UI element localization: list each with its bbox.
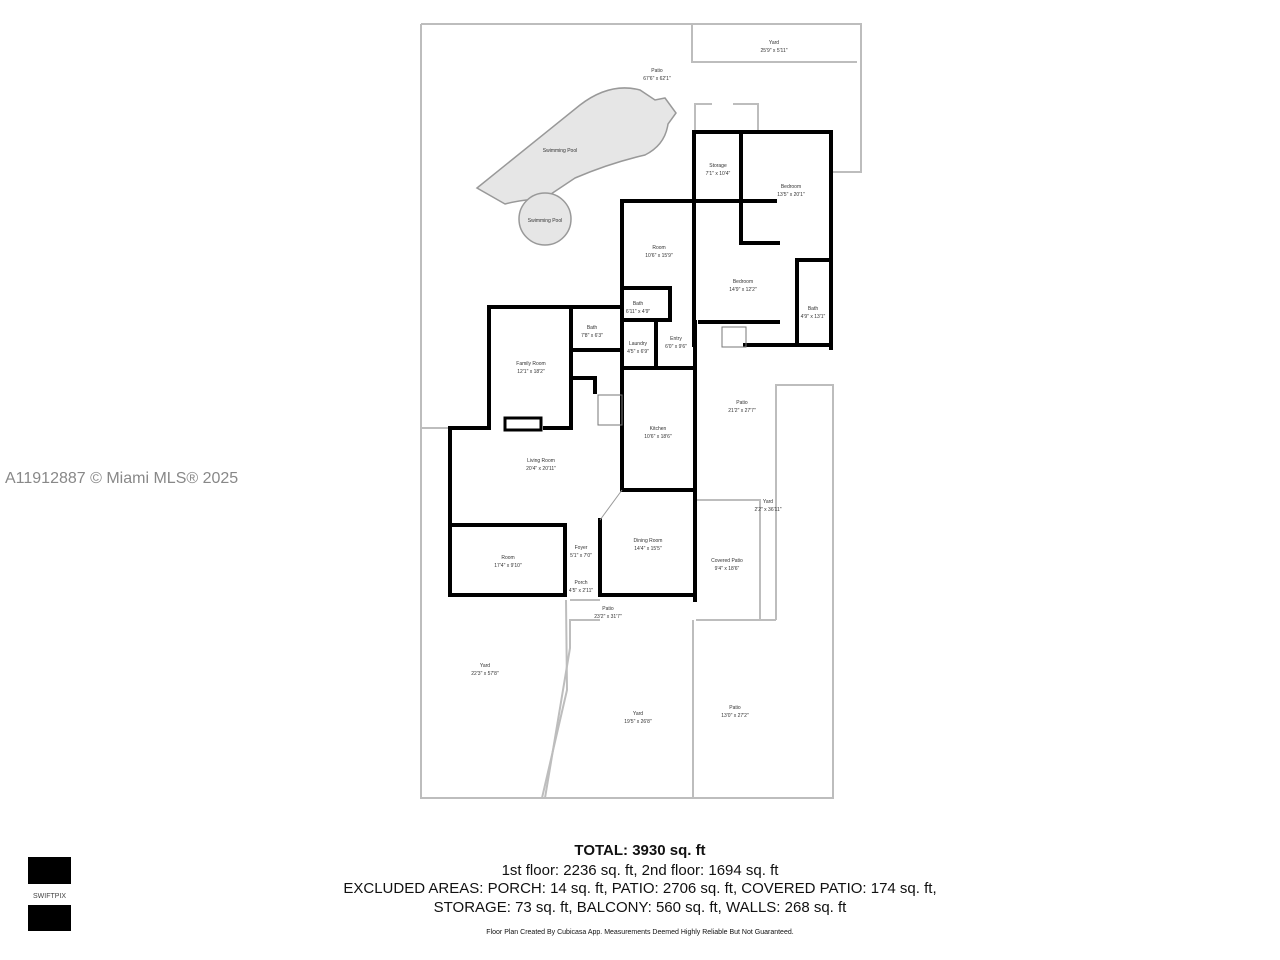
room-dimensions: 13'5" x 20'1" bbox=[777, 192, 805, 198]
room-name: Room bbox=[501, 555, 514, 561]
room-name: Yard bbox=[763, 499, 773, 505]
room-name: Yard bbox=[633, 711, 643, 717]
room-name: Patio bbox=[651, 68, 663, 74]
room-name: Living Room bbox=[527, 458, 555, 464]
room-name: Porch bbox=[574, 580, 587, 586]
logo-text: SWIFTPIX bbox=[32, 893, 67, 900]
room-dimensions: 12'1" x 18'2" bbox=[517, 369, 545, 375]
room-name: Bath bbox=[587, 325, 598, 331]
watermark: A11912887 © Miami MLS® 2025 bbox=[5, 470, 239, 487]
room-name: Laundry bbox=[629, 341, 648, 347]
room-dimensions: 17'4" x 9'10" bbox=[494, 563, 522, 569]
site-outlines bbox=[420, 23, 862, 799]
room-name: Swimming Pool bbox=[528, 218, 562, 224]
room-name: Room bbox=[652, 245, 665, 251]
excluded-areas-2: STORAGE: 73 sq. ft, BALCONY: 560 sq. ft,… bbox=[433, 899, 847, 916]
room-name: Family Room bbox=[516, 361, 545, 367]
excluded-areas-1: EXCLUDED AREAS: PORCH: 14 sq. ft, PATIO:… bbox=[343, 880, 937, 897]
room-name: Bedroom bbox=[781, 184, 801, 190]
swimming-pool-large bbox=[475, 87, 677, 205]
room-dimensions: 14'4" x 15'5" bbox=[634, 546, 662, 552]
room-dimensions: 9'4" x 18'6" bbox=[715, 566, 740, 572]
room-dimensions: 10'6" x 15'9" bbox=[645, 253, 673, 259]
room-dimensions: 22'3" x 57'8" bbox=[471, 671, 499, 677]
room-name: Foyer bbox=[575, 545, 588, 551]
room-dimensions: 14'9" x 12'2" bbox=[729, 287, 757, 293]
room-dimensions: 7'8" x 6'3" bbox=[581, 333, 603, 339]
room-dimensions: 6'11" x 4'9" bbox=[626, 309, 650, 315]
total-area: TOTAL: 3930 sq. ft bbox=[574, 842, 706, 859]
room-name: Yard bbox=[480, 663, 490, 669]
room-dimensions: 23'2" x 31'7" bbox=[594, 614, 622, 620]
room-name: Bath bbox=[633, 301, 644, 307]
room-dimensions: 20'4" x 20'11" bbox=[526, 466, 556, 472]
room-dimensions: 67'6" x 62'1" bbox=[643, 76, 671, 82]
room-name: Storage bbox=[709, 163, 727, 169]
room-name: Patio bbox=[736, 400, 748, 406]
room-name: Covered Patio bbox=[711, 558, 743, 564]
room-name: Entry bbox=[670, 336, 682, 342]
room-dimensions: 21'2" x 27'7" bbox=[728, 408, 756, 414]
room-dimensions: 5'1" x 7'0" bbox=[570, 553, 592, 559]
swiftpix-logo: SWIFTPIX bbox=[28, 857, 71, 931]
room-dimensions: 13'0" x 27'2" bbox=[721, 713, 749, 719]
room-dimensions: 4'9" x 13'1" bbox=[801, 314, 826, 320]
room-name: Dining Room bbox=[634, 538, 663, 544]
room-name: Bedroom bbox=[733, 279, 753, 285]
room-name: Bath bbox=[808, 306, 819, 312]
floor-areas: 1st floor: 2236 sq. ft, 2nd floor: 1694 … bbox=[501, 862, 779, 879]
room-dimensions: 2'2" x 36'11" bbox=[754, 507, 781, 513]
room-dimensions: 25'9" x 5'11" bbox=[760, 48, 787, 54]
room-labels: Yard 25'9" x 5'11" Patio 67'6" x 62'1" Swimm… bbox=[471, 40, 825, 725]
room-dimensions: 10'6" x 18'6" bbox=[644, 434, 672, 440]
room-dimensions: 4'5" x 2'11" bbox=[569, 588, 593, 594]
room-name: Swimming Pool bbox=[543, 148, 577, 154]
room-name: Yard bbox=[769, 40, 779, 46]
room-name: Patio bbox=[602, 606, 614, 612]
room-name: Patio bbox=[729, 705, 741, 711]
walls bbox=[448, 130, 833, 602]
room-dimensions: 6'0" x 9'6" bbox=[665, 344, 687, 350]
room-dimensions: 19'5" x 26'8" bbox=[624, 719, 652, 725]
room-dimensions: 4'5" x 6'9" bbox=[627, 349, 649, 355]
disclaimer: Floor Plan Created By Cubicasa App. Meas… bbox=[486, 929, 794, 936]
swimming-pool-small bbox=[518, 192, 572, 246]
room-dimensions: 7'1" x 10'4" bbox=[706, 171, 731, 177]
room-name: Kitchen bbox=[650, 426, 667, 432]
